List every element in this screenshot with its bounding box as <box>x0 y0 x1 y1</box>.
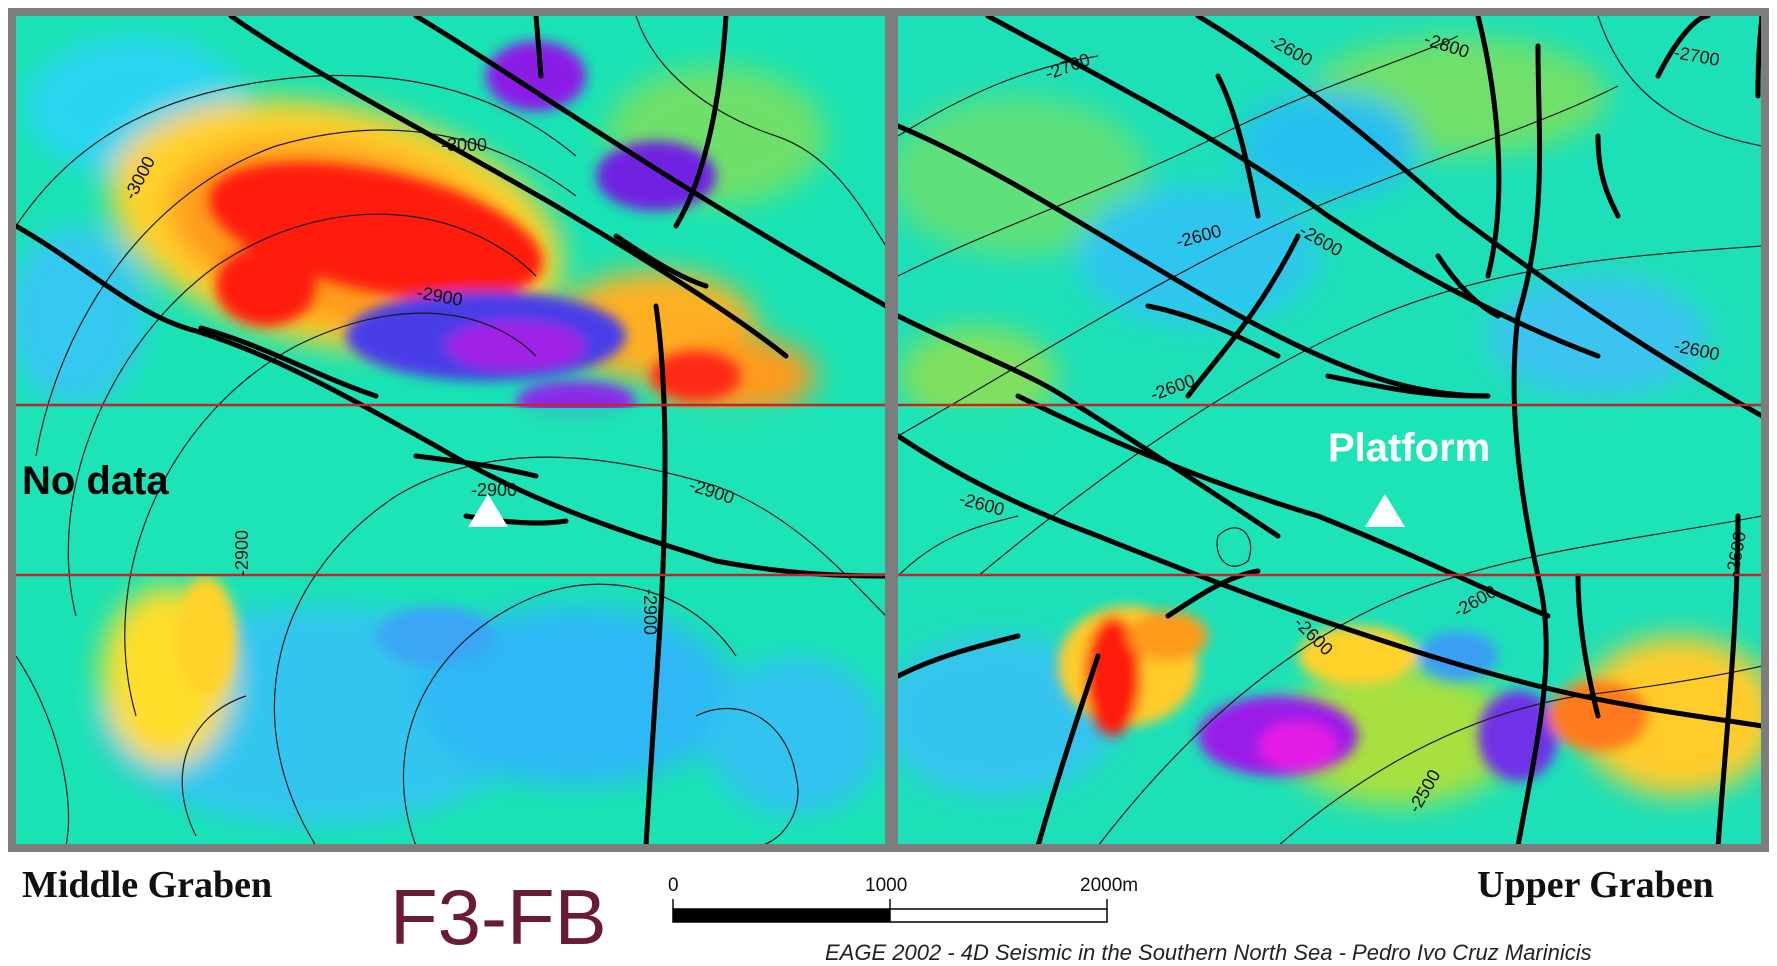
survey-title: F3-FB <box>390 873 607 961</box>
scale-label-1000: 1000 <box>865 875 908 896</box>
middle-graben-caption: Middle Graben <box>22 864 273 906</box>
triangle-marker-icon <box>1365 494 1405 527</box>
scale-bar-graphic <box>672 899 1108 923</box>
contour-label: -2900 <box>471 480 517 500</box>
contour-label: -2900 <box>640 589 660 635</box>
no-data-box <box>898 403 1761 577</box>
scale-label-0: 0 <box>668 875 679 896</box>
map-panel-middle-graben: -3000 -3000 -2900 -2900 -2900 -2900 -290… <box>8 8 893 852</box>
no-data-band <box>16 408 885 576</box>
no-data-box <box>16 403 885 577</box>
contour-lines <box>898 16 1761 844</box>
triangle-marker-icon <box>468 494 508 527</box>
no-data-band <box>898 408 1761 576</box>
contour-label: -3000 <box>441 135 487 155</box>
source-citation: EAGE 2002 - 4D Seismic in the Southern N… <box>825 940 1592 965</box>
scale-label-2000m: 2000m <box>1080 875 1139 896</box>
platform-label: Platform <box>1328 426 1491 470</box>
map-left-svg: -3000 -3000 -2900 -2900 -2900 -2900 -290… <box>16 16 885 844</box>
map-panel-upper-graben: -2700 -2600 -2800 -2700 -2600 -2600 -260… <box>890 8 1769 852</box>
amplitude-field-detail <box>1058 606 1648 781</box>
upper-graben-caption: Upper Graben <box>1477 864 1714 906</box>
map-right-svg: -2700 -2600 -2800 -2700 -2600 -2600 -260… <box>898 16 1761 844</box>
no-data-label: No data <box>22 459 169 503</box>
scale-bar: 0 1000 2000m <box>660 875 1180 935</box>
fault-lines <box>898 16 1761 844</box>
contour-label: -2900 <box>232 530 252 576</box>
